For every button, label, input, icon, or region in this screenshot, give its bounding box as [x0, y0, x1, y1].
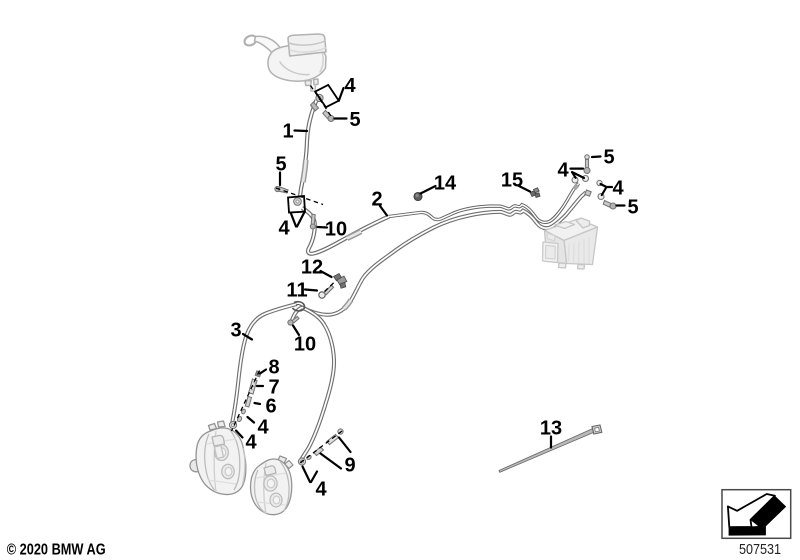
- svg-text:13: 13: [540, 418, 562, 440]
- svg-text:9: 9: [344, 455, 355, 477]
- svg-text:4: 4: [245, 432, 257, 454]
- svg-text:5: 5: [275, 154, 286, 176]
- svg-text:507531: 507531: [739, 541, 781, 558]
- svg-text:4: 4: [257, 417, 269, 439]
- svg-text:12: 12: [301, 257, 323, 279]
- svg-text:5: 5: [349, 109, 360, 131]
- svg-text:5: 5: [603, 147, 614, 169]
- svg-text:11: 11: [286, 280, 307, 302]
- svg-text:7: 7: [268, 377, 279, 399]
- svg-text:1: 1: [282, 121, 293, 143]
- svg-text:8: 8: [268, 357, 279, 379]
- svg-text:4: 4: [344, 75, 356, 97]
- svg-text:4: 4: [315, 479, 327, 501]
- svg-text:15: 15: [501, 170, 523, 192]
- svg-text:4: 4: [278, 218, 290, 240]
- svg-text:4: 4: [557, 160, 569, 182]
- svg-text:14: 14: [434, 173, 457, 195]
- svg-text:6: 6: [265, 396, 276, 418]
- svg-text:4: 4: [612, 178, 624, 200]
- svg-text:2: 2: [371, 189, 382, 211]
- svg-text:10: 10: [294, 334, 316, 356]
- svg-text:3: 3: [230, 320, 241, 342]
- svg-text:10: 10: [325, 219, 347, 241]
- svg-text:5: 5: [627, 197, 638, 219]
- svg-text:© 2020 BMW AG: © 2020 BMW AG: [7, 542, 106, 559]
